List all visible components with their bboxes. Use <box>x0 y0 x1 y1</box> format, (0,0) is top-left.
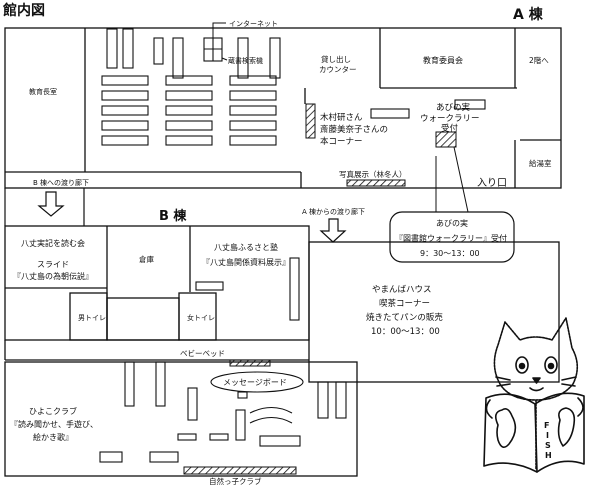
leader-lines <box>212 22 469 213</box>
message-board-oval <box>210 371 304 393</box>
message-board-display <box>229 359 271 367</box>
hiyoko-label-1: ひよこクラブ <box>29 406 77 416</box>
walk-rally-desk <box>435 131 457 148</box>
hachijo-label-2: スライド <box>37 260 69 269</box>
corridor-arrow <box>319 218 347 243</box>
internet-label: インターネット <box>229 19 278 28</box>
hachijo-label-1: 八丈実記を読む会 <box>21 238 85 248</box>
hiyoko-label-3: 絵かき歌』 <box>33 432 73 442</box>
women-toilet-label: 女トイレ <box>187 313 215 322</box>
fish-letter-h: H <box>545 451 552 460</box>
lending-label-1: 貸し出し <box>321 54 351 64</box>
building-b-label: B 棟 <box>159 208 187 224</box>
map-title: 館内図 <box>2 2 45 19</box>
kitchen-label: 給湯室 <box>529 158 552 168</box>
building-a-walls <box>4 27 562 189</box>
shizen-club-label: 自然っ子クラブ <box>209 476 262 486</box>
furusato-label-1: 八丈島ふるさと塾 <box>214 242 278 252</box>
baby-bed-label: ベビーベッド <box>180 349 225 358</box>
building-a-label: A 棟 <box>513 6 544 23</box>
photo-display-label: 写真展示（林冬人） <box>339 169 407 179</box>
men-toilet-label: 男トイレ <box>78 314 106 322</box>
cat-mascot-illustration <box>483 317 585 473</box>
catalog-label: 蔵書検索機 <box>228 56 263 65</box>
walk-rally-label-2: ウォークラリー <box>420 114 480 124</box>
b-furniture <box>99 257 347 463</box>
a-shelves <box>101 28 486 146</box>
message-board-label: メッセージボード <box>223 378 287 387</box>
from-a-corridor-label: A 棟からの渡り廊下 <box>302 207 365 216</box>
director-room-label: 教育長室 <box>29 87 57 96</box>
to-b-corridor-label: B 棟への渡り廊下 <box>33 178 89 187</box>
kimura-label-2: 斎藤美奈子さんの <box>320 124 388 135</box>
walk-rally-label-1: あびの実 <box>436 102 471 113</box>
cafe-label-3: 焼きたてパンの販売 <box>366 312 443 323</box>
fish-letter-s: S <box>545 441 551 450</box>
storage-label: 倉庫 <box>139 254 154 264</box>
board-room-label: 教育委員会 <box>423 55 463 65</box>
to-2f-label: 2階へ <box>529 55 549 65</box>
callout-label-3: 9：30〜13：00 <box>420 249 480 258</box>
corridor-a-to-b <box>4 188 85 226</box>
cafe-label-1: やまんばハウス <box>372 285 432 295</box>
hachijo-label-3: 『八丈島の為朝伝説』 <box>13 271 93 281</box>
fish-letter-i: I <box>546 431 549 440</box>
cafe-label-2: 喫茶コーナー <box>379 298 430 309</box>
kimura-label-1: 木村研さん <box>320 112 363 123</box>
callout-label-2: 『図書館ウォークラリー』受付 <box>395 233 507 243</box>
hiyoko-label-2: 『読み聞かせ、手遊び、 <box>10 419 98 429</box>
shizen-club-display <box>183 466 297 475</box>
walk-rally-label-3: 受付 <box>441 123 459 134</box>
walk-rally-callout: あびの実 『図書館ウォークラリー』受付 9：30〜13：00 <box>389 211 515 263</box>
kimura-label-3: 本コーナー <box>320 136 363 147</box>
photo-display <box>346 179 406 187</box>
lending-label-2: カウンター <box>319 65 357 74</box>
building-b-walls <box>4 225 560 477</box>
cafe-label-4: 10：00〜13：00 <box>371 327 440 337</box>
entrance-label: 入り口 <box>477 177 507 189</box>
callout-label-1: あびの実 <box>436 218 468 228</box>
book-corner-display <box>305 103 316 139</box>
fish-letter-f: F <box>544 421 549 430</box>
furusato-label-2: 『八丈島関係資料展示』 <box>202 257 290 267</box>
